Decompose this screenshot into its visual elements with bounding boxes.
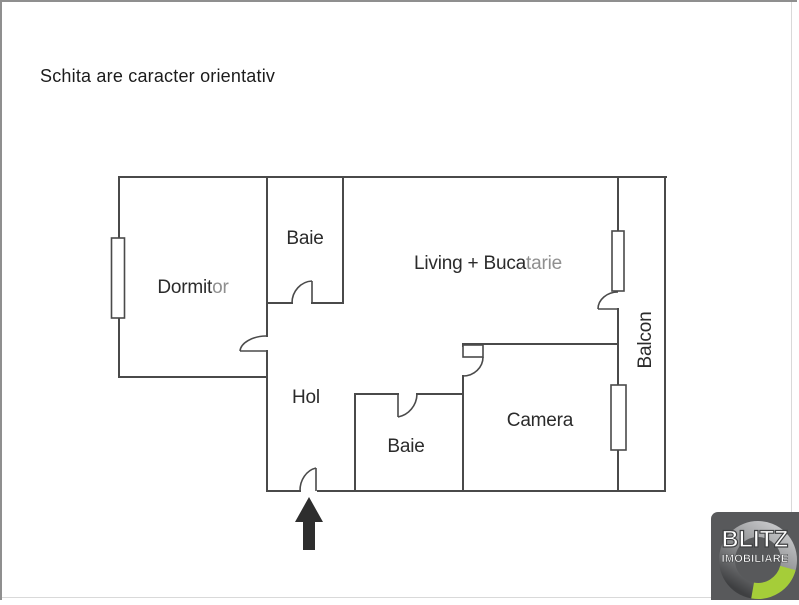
room-label-baie-upper: Baie xyxy=(286,228,323,249)
room-label-hol: Hol xyxy=(292,387,320,408)
room-labels: Dormitor Baie Living + Bucatarie Hol Bai… xyxy=(157,228,656,457)
window-living-balcon xyxy=(611,230,625,292)
outer-walls xyxy=(118,176,667,492)
door-entrance xyxy=(299,467,317,492)
door-living-balcon xyxy=(597,291,619,310)
doors xyxy=(239,280,619,492)
page-edge-bottom xyxy=(2,597,792,598)
windows xyxy=(110,230,627,451)
disclaimer-text: Schita are caracter orientativ xyxy=(40,66,276,86)
room-label-balcon: Balcon xyxy=(635,312,656,369)
room-label-baie-lower: Baie xyxy=(387,436,424,457)
room-label-living: Living + Bucatarie xyxy=(414,253,562,274)
logo-brand-text: BLITZ xyxy=(721,525,789,553)
inner-walls xyxy=(266,176,619,492)
door-baie-upper xyxy=(291,280,313,304)
logo-tagline-text: IMOBILIARE xyxy=(721,553,789,566)
room-label-dormitor: Dormitor xyxy=(157,277,229,298)
window-camera-balcon xyxy=(610,384,627,451)
entrance-arrow-icon xyxy=(295,497,323,550)
logo-ring-icon xyxy=(719,521,797,599)
window-dormitor xyxy=(110,237,126,319)
page-edge-right xyxy=(791,2,792,598)
door-camera xyxy=(462,344,484,377)
door-dormitor xyxy=(239,335,267,352)
door-baie-lower xyxy=(397,393,418,418)
room-label-camera: Camera xyxy=(507,410,574,431)
agency-logo: BLITZ IMOBILIARE xyxy=(711,512,799,600)
